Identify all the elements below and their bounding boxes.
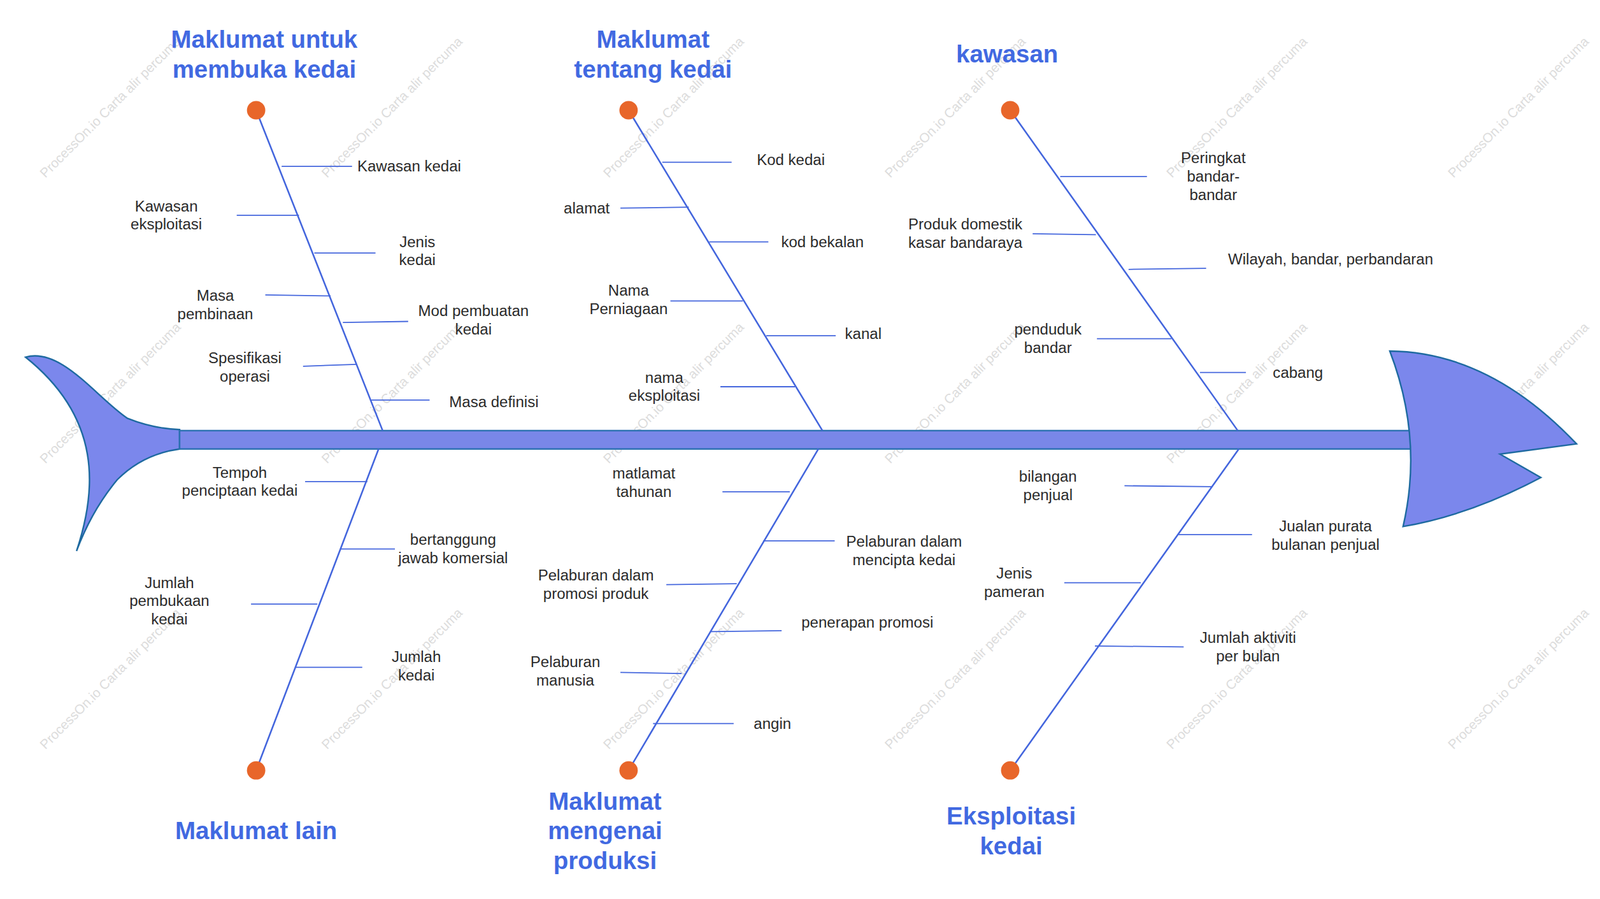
watermark-text: ProcessOn.io Carta alir percuma	[36, 33, 185, 181]
cause-label: Jumlah pembukaan kedai	[123, 573, 216, 629]
cause-label: Produk domestik kasar bandaraya	[898, 215, 1032, 253]
watermark-text: ProcessOn.io Carta alir percuma	[1445, 33, 1593, 181]
cause-label: Pelaburan dalam mencipta kedai	[840, 532, 968, 570]
cause-label: Jenis kedai	[389, 232, 446, 270]
cause-label: Tempoh penciptaan kedai	[176, 463, 304, 500]
cause-label: bilangan penjual	[999, 467, 1097, 505]
watermark-text: ProcessOn.io Carta alir percuma	[318, 605, 466, 753]
cause-label: kanal	[822, 324, 904, 343]
cause-label: Pelaburan manusia	[519, 652, 611, 690]
category-heading: Maklumat lain	[128, 815, 385, 845]
cause-label: Masa pembinaan	[166, 286, 264, 324]
cause-label: Jumlah kedai	[385, 647, 448, 685]
cause-label: matlamat tahunan	[592, 464, 695, 502]
category-heading: kawasan	[905, 39, 1109, 69]
cause-label: Kawasan kedai	[337, 157, 481, 176]
fish-tail	[25, 355, 180, 551]
bone-dot	[1001, 101, 1020, 120]
watermark-text: ProcessOn.io Carta alir percuma	[600, 605, 748, 753]
cause-label: cabang	[1257, 363, 1339, 382]
watermark-text: ProcessOn.io Carta alir percuma	[1163, 605, 1311, 753]
category-heading: Maklumat mengenai produksi	[528, 785, 682, 875]
cause-label: Mod pembuatan kedai	[407, 301, 540, 339]
fish-bones	[256, 110, 1239, 771]
category-heading: Eksploitasi kedai	[929, 800, 1093, 860]
cause-label: bertanggung jawab komersial	[394, 530, 512, 568]
cause-label: Nama Perniagaan	[580, 281, 678, 319]
cause-label: penerapan promosi	[765, 613, 970, 632]
fish-spine	[179, 430, 1414, 450]
cause-label: Jenis pameran	[975, 564, 1053, 602]
bone-dot	[1001, 761, 1020, 780]
cause-label: Kawasan eksploitasi	[117, 196, 215, 234]
cause-label: alamat	[545, 198, 628, 218]
cause-label: Jualan purata bulanan penjual	[1264, 517, 1387, 555]
cause-label: Peringkat bandar-bandar	[1176, 149, 1250, 204]
cause-label: penduduk bandar	[1001, 320, 1094, 358]
cause-label: kod bekalan	[761, 232, 884, 251]
cause-label: Spesifikasi operasi	[196, 349, 293, 386]
cause-label: Wilayah, bandar, perbandaran	[1198, 249, 1464, 269]
cause-label: angin	[731, 714, 814, 733]
bone-dot	[247, 761, 266, 780]
category-heading: Maklumat untuk membuka kedai	[162, 24, 367, 84]
cause-label: Pelaburan dalam promosi produk	[531, 566, 660, 604]
fish-head	[1389, 350, 1577, 527]
category-heading: Maklumat tentang kedai	[556, 24, 750, 84]
cause-label: Jumlah aktiviti per bulan	[1192, 628, 1304, 666]
cause-label: Kod kedai	[729, 150, 852, 170]
leader-lines	[236, 162, 1253, 724]
watermark-text: ProcessOn.io Carta alir percuma	[1445, 605, 1593, 753]
bone-dot	[619, 761, 638, 780]
cause-label: Masa definisi	[417, 392, 571, 412]
bone-dot	[619, 101, 638, 120]
cause-label: nama eksploitasi	[618, 368, 711, 406]
bone-dot	[247, 101, 266, 120]
